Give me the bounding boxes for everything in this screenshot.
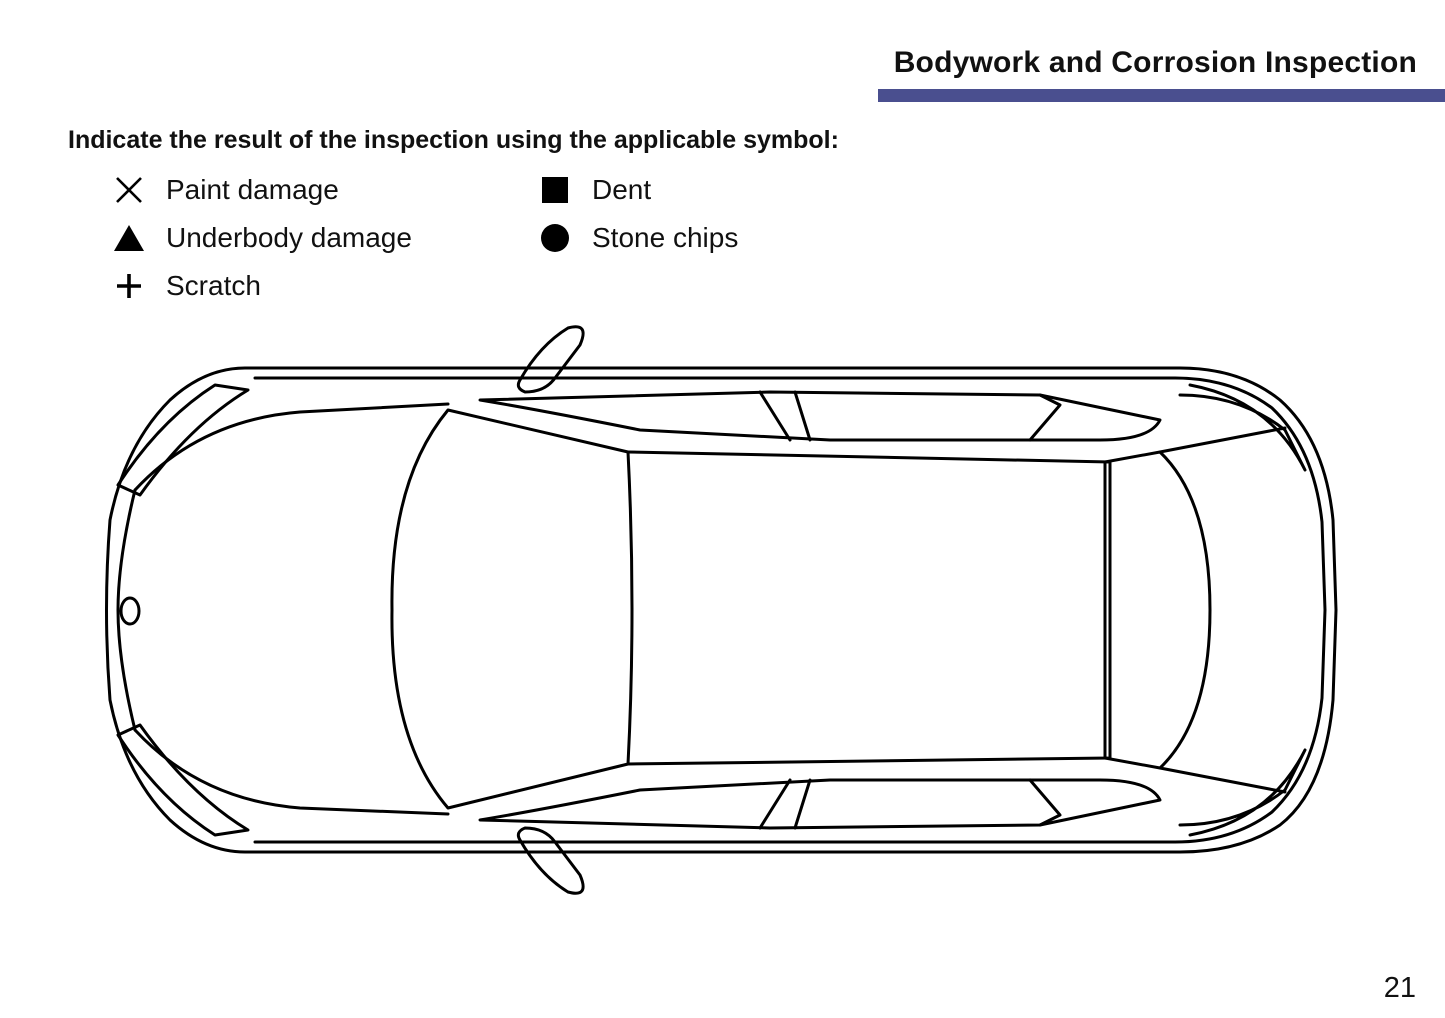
mirror-top [516,325,585,394]
car-top-view-diagram [105,325,1338,895]
headlight-top [116,383,250,497]
legend-label: Scratch [166,270,261,301]
roof-outline [626,450,1112,766]
legend-label: Underbody damage [166,222,412,253]
legend-item-dent: Dent [538,170,651,210]
headlight-bottom [116,723,250,837]
legend-item-scratch: Scratch [112,266,261,306]
square-icon [538,173,572,207]
mirror-bottom [516,826,585,895]
legend-item-stone-chips: Stone chips [538,218,738,258]
windshield [390,408,634,810]
legend-label: Stone chips [592,222,739,253]
legend-label: Dent [592,174,652,205]
taillight-top [1178,383,1307,472]
header-accent-bar [878,89,1445,102]
side-window-top [478,390,1162,442]
hood-outline [133,402,450,492]
taillight-bottom [1178,748,1307,837]
page-number: 21 [1383,972,1416,1004]
car-body-outline [105,366,1338,854]
legend-label: Paint damage [166,174,339,205]
legend-item-paint-damage: Paint damage [112,170,339,210]
triangle-icon [112,221,146,255]
front-logo [119,596,141,626]
legend-item-underbody-damage: Underbody damage [112,218,412,258]
cross-icon [112,173,146,207]
plus-icon [112,269,146,303]
page-section-title: Bodywork and Corrosion Inspection [893,46,1417,79]
side-window-bottom [478,778,1162,830]
rear-window [1103,450,1212,770]
instruction-text: Indicate the result of the inspection us… [68,126,839,154]
circle-icon [538,221,572,255]
